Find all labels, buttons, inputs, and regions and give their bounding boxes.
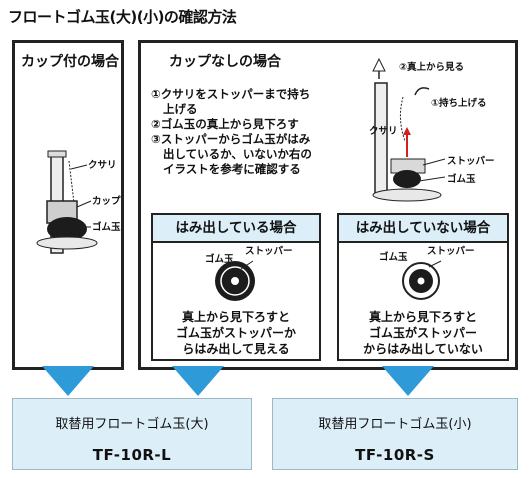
result-small-box: 取替用フロートゴム玉(小) TF-10R-S (272, 398, 518, 470)
label-stopper: ストッパー (427, 246, 475, 257)
step-line: ①クサリをストッパーまで持ち (151, 87, 311, 101)
result-large-code: TF-10R-L (92, 446, 172, 464)
label-stopper: ストッパー (447, 156, 495, 167)
label-cup: カップ (92, 196, 121, 207)
cup-float-illustration (36, 150, 98, 254)
case-not-protruding-box: はみ出していない場合 ゴム玉 ストッパー 真上から見下ろすと ゴム玉がストッパー… (337, 213, 509, 361)
result-small-label: 取替用フロートゴム玉(小) (318, 417, 472, 432)
case-not-protruding-heading: はみ出していない場合 (339, 215, 507, 243)
step-line: 出しているか、いないか右の (163, 147, 312, 161)
caption-line: 真上から見下ろすと (368, 310, 477, 324)
result-large-label: 取替用フロートゴム玉(大) (55, 417, 209, 432)
case-protruding-caption: 真上から見下ろすと ゴム玉がストッパーか らはみ出して見える (153, 309, 319, 357)
label-chain: クサリ (369, 126, 398, 137)
nocup-float-illustration (372, 57, 446, 202)
label-chain: クサリ (88, 160, 117, 171)
arrow-down-icon (42, 366, 94, 396)
panel-with-cup-heading: カップ付の場合 (21, 54, 119, 70)
case-protruding-box: はみ出している場合 ゴム玉 ストッパー 真上から見下ろすと ゴム玉がストッパーか… (151, 213, 321, 361)
caption-line: ゴム玉がストッパーか (175, 326, 296, 340)
case-protruding-heading: はみ出している場合 (153, 215, 319, 243)
step-line: ③ストッパーからゴム玉がはみ (151, 132, 311, 146)
arrow-down-icon (172, 366, 224, 396)
step-line: イラストを参考に確認する (163, 162, 301, 176)
label-stopper: ストッパー (245, 246, 293, 257)
label-ball: ゴム玉 (92, 222, 121, 233)
arrows-layer (42, 366, 434, 396)
label-lift: ①持ち上げる (431, 98, 487, 109)
result-small-code: TF-10R-S (355, 446, 435, 464)
caption-line: 真上から見下ろすと (181, 310, 290, 324)
caption-line: らはみ出して見える (182, 342, 290, 356)
step-line: 上げる (163, 102, 198, 116)
top-view-protruding-icon (215, 260, 255, 301)
top-view-not-protruding-icon (402, 260, 442, 300)
panel-without-cup: カップなしの場合 ①クサリをストッパーまで持ち 上げる ②ゴム玉の真上から見下ろ… (138, 40, 518, 370)
arrow-down-icon (382, 366, 434, 396)
step-line: ②ゴム玉の真上から見下ろす (151, 117, 299, 131)
caption-line: からはみ出していない (363, 342, 483, 356)
case-not-protruding-caption: 真上から見下ろすと ゴム玉がストッパー からはみ出していない (339, 309, 507, 357)
panel-with-cup: カップ付の場合 クサリ カップ ゴム玉 (12, 40, 124, 370)
result-large-box: 取替用フロートゴム玉(大) TF-10R-L (12, 398, 252, 470)
label-view-from-above: ②真上から見る (399, 62, 465, 73)
page-title: フロートゴム玉(大)(小)の確認方法 (8, 8, 237, 26)
label-ball: ゴム玉 (447, 174, 476, 185)
caption-line: ゴム玉がストッパー (368, 326, 477, 340)
label-ball: ゴム玉 (379, 252, 408, 263)
label-ball: ゴム玉 (205, 254, 234, 265)
instruction-steps: ①クサリをストッパーまで持ち 上げる ②ゴム玉の真上から見下ろす ③ストッパーか… (151, 87, 361, 177)
panel-without-cup-heading: カップなしの場合 (169, 54, 281, 70)
